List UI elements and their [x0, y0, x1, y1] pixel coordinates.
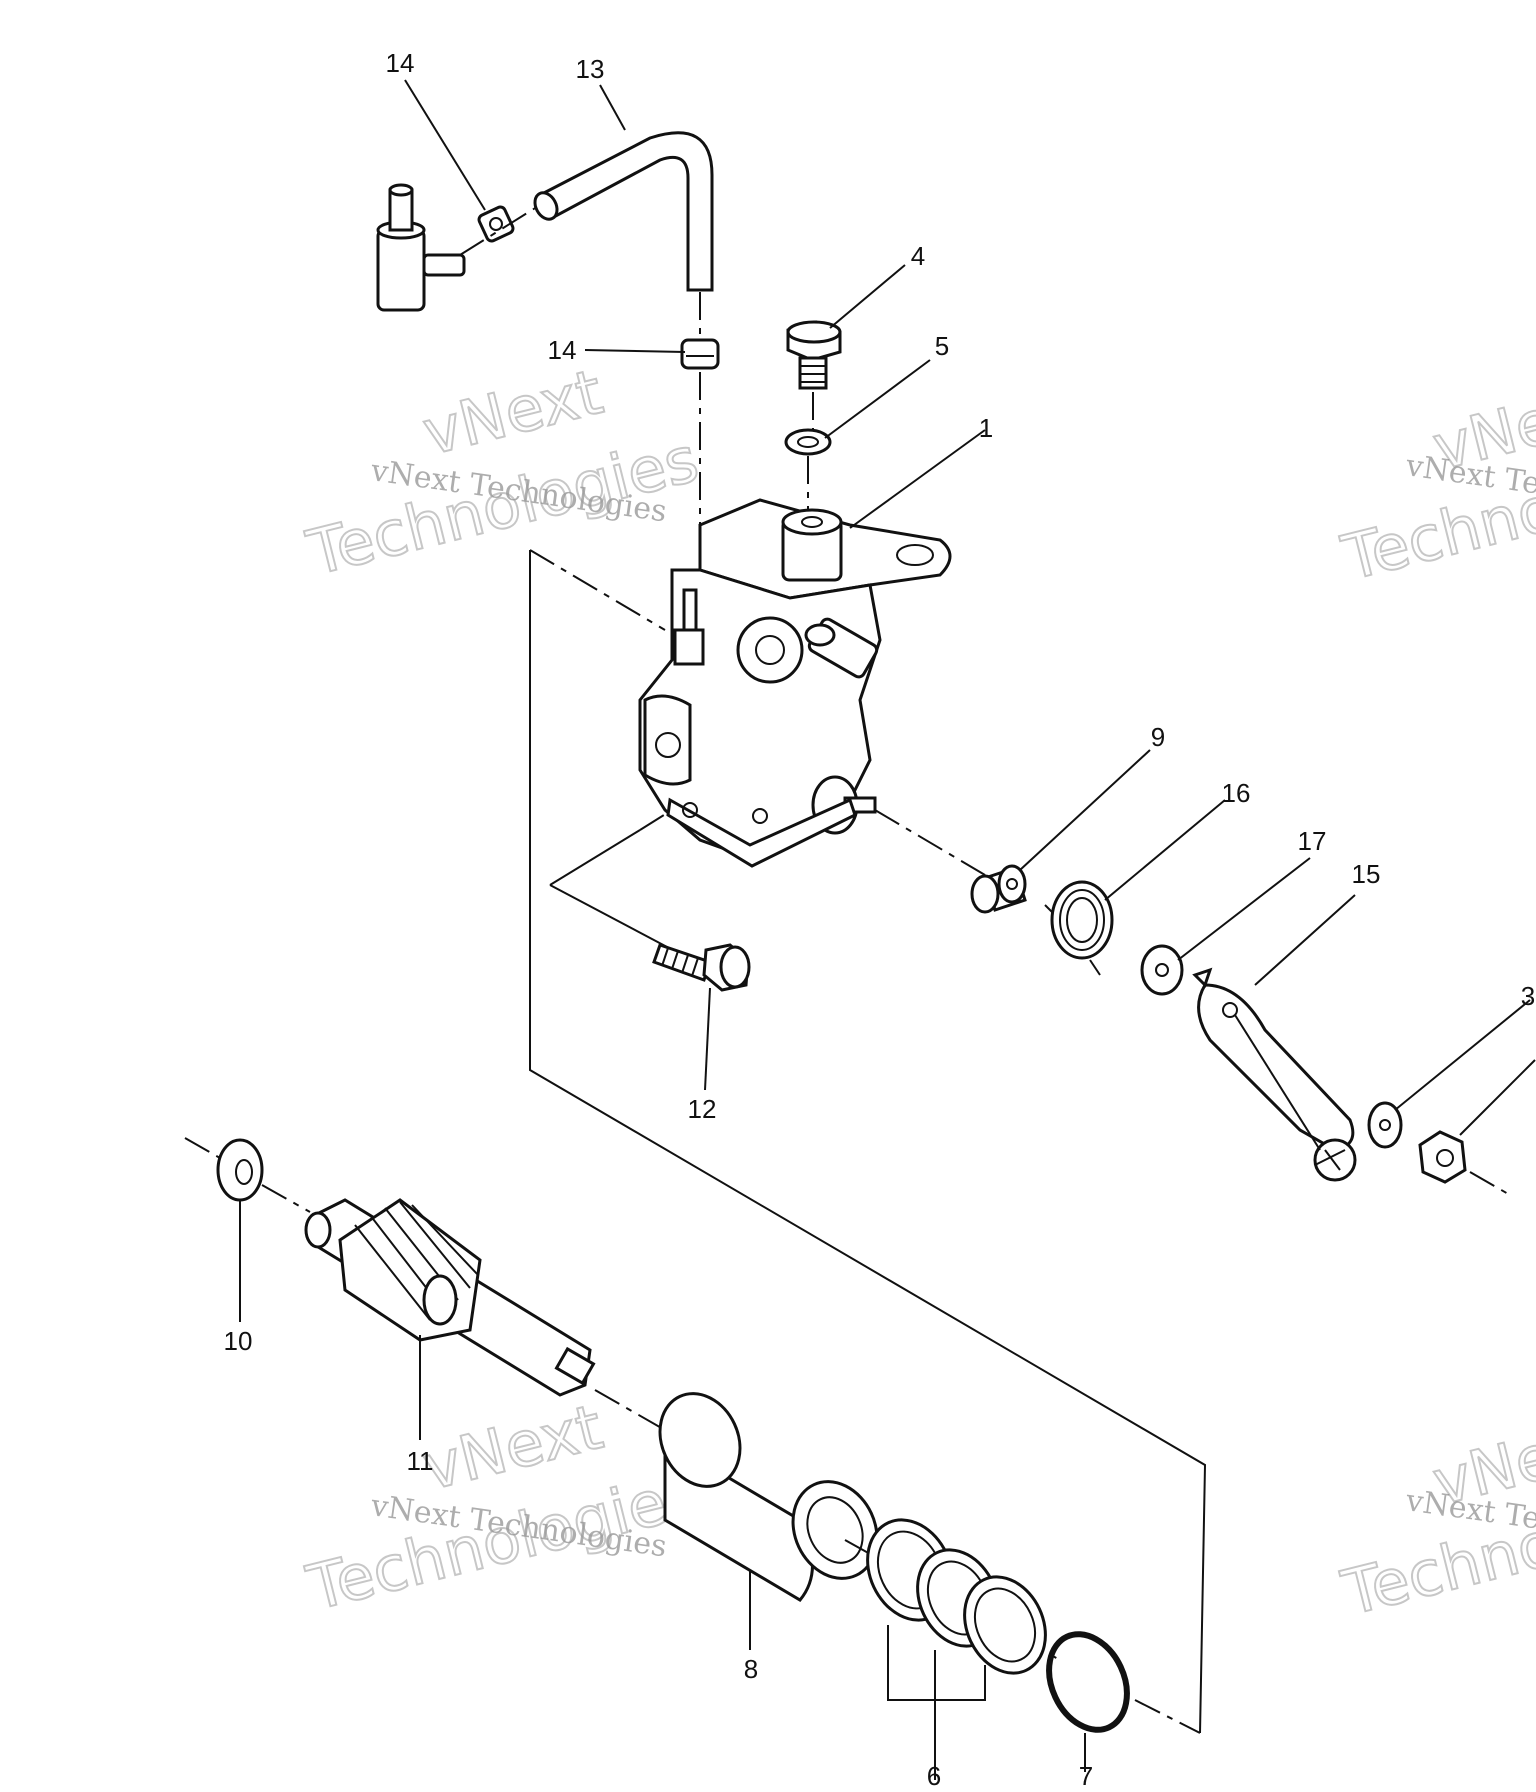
callout-15: 15 [1352, 859, 1381, 889]
drive-gear-shaft [304, 1198, 596, 1397]
callout-4: 4 [911, 241, 925, 271]
thrust-washer [1140, 944, 1184, 996]
callout-16: 16 [1222, 778, 1251, 808]
watermark-top-left: vNext vNext Technologies Technologies [299, 354, 706, 591]
nut-axis-dash [1469, 1171, 1511, 1196]
callout-14-mid: 14 [548, 335, 577, 365]
bracket-dash-top [529, 549, 666, 631]
oil-hose [533, 131, 714, 292]
return-spring [1044, 880, 1114, 976]
gear-axis-dash-left [184, 1137, 221, 1159]
seal-ring-3 [963, 1575, 1047, 1675]
callout-14-top: 14 [386, 48, 415, 78]
callout-6: 6 [927, 1761, 941, 1791]
banjo-bolt [786, 320, 842, 390]
leader-lines [239, 79, 1536, 1780]
callout-5: 5 [935, 331, 949, 361]
callout-11: 11 [407, 1446, 434, 1476]
bracket-dash-bottom [1134, 1699, 1201, 1734]
callout-9: 9 [1151, 722, 1165, 752]
watermark-bottom-left: vNext vNext Technologies Technologies [299, 1389, 706, 1626]
shaft-sleeve [658, 1392, 879, 1602]
lever-nut [1418, 1130, 1467, 1184]
watermark-top-right: vNext vNext Technologies Technologies [1334, 369, 1536, 596]
sealing-washer [784, 428, 832, 456]
callout-17: 17 [1298, 826, 1327, 856]
callout-7: 7 [1079, 1761, 1093, 1791]
callout-labels: 14 13 4 14 5 1 9 16 17 15 3 12 10 11 8 6… [224, 48, 1536, 1791]
clamp-axis-dash [459, 204, 541, 256]
lever-washer [1367, 1101, 1403, 1149]
callout-13: 13 [576, 54, 605, 84]
callout-8: 8 [744, 1654, 758, 1684]
pump-shaft-axis-dash [874, 809, 986, 876]
pump-control-lever [1192, 967, 1357, 1182]
gear-axis-dash-right [594, 1389, 666, 1431]
callout-10: 10 [224, 1326, 253, 1356]
hose-clamp-middle [680, 338, 720, 370]
gear-washer [216, 1138, 264, 1202]
bracket-bolt [549, 829, 641, 886]
shaft-spacer [970, 864, 1027, 914]
mounting-bolt [652, 943, 751, 992]
callout-12: 12 [688, 1094, 717, 1124]
oil-pump-body [638, 498, 952, 868]
callout-3: 3 [1521, 981, 1535, 1011]
gear-axis-dash-mid [261, 1184, 311, 1213]
assembly-bracket [529, 550, 1207, 1734]
oil-fitting [376, 183, 466, 312]
callout-1: 1 [979, 413, 993, 443]
hose-clamp-top [477, 205, 515, 243]
o-ring [1046, 1631, 1130, 1733]
watermark-bottom-right: vNext vNext Technologies Technologies [1334, 1404, 1536, 1631]
